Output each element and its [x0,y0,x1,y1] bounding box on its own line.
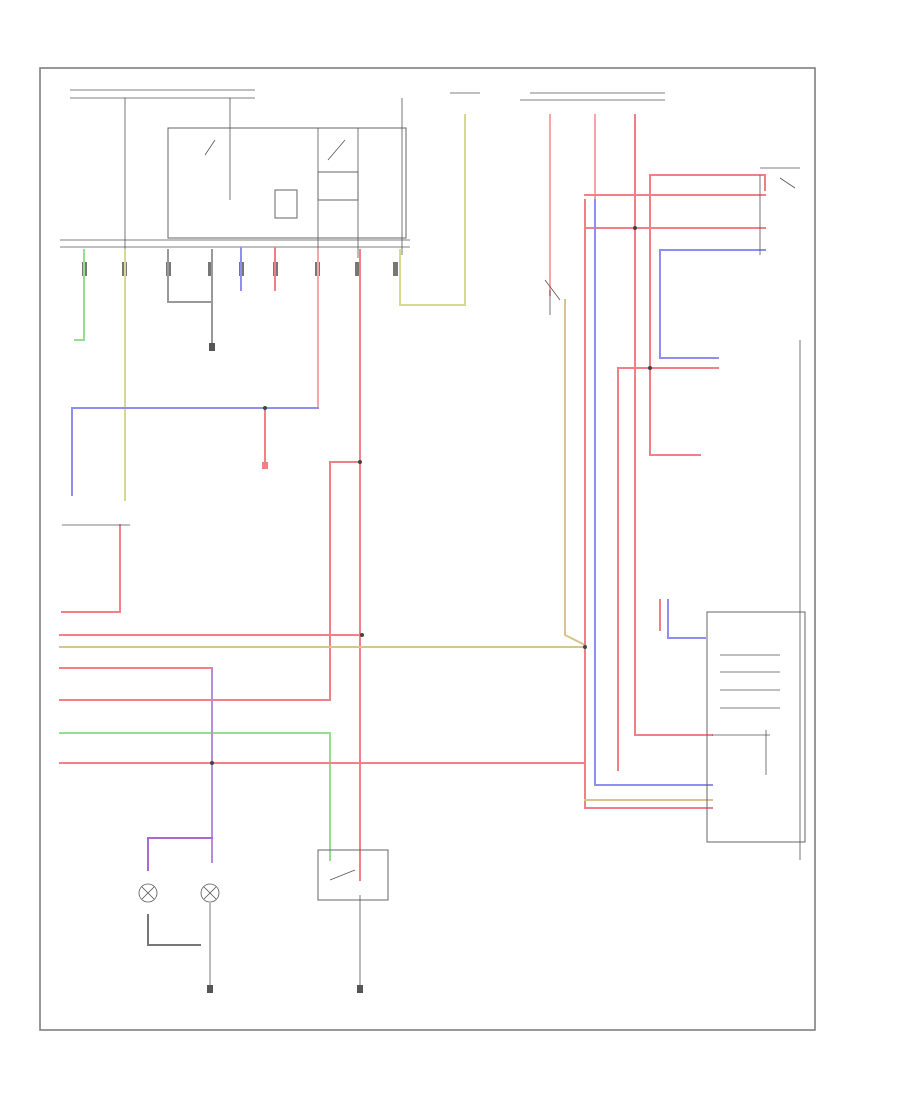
diagram-frame [39,67,816,1031]
top-power-buses [70,89,665,101]
lamp-symbol-icon [200,883,220,903]
ground-symbol-icon [357,985,363,993]
lamps [138,883,220,985]
wires [59,114,766,946]
ground-symbols [207,343,363,993]
right-control-module [706,340,806,860]
ground-symbol-icon [209,343,215,351]
ground-symbol-icon [207,985,213,993]
ground-symbol-icon [262,462,268,469]
lower-switch-box [317,849,389,985]
switch-symbol-icon [544,279,561,315]
relay-block [60,98,410,258]
right-switch [544,167,800,315]
switch-symbol-icon [204,139,346,161]
lamp-symbol-icon [138,883,158,903]
junction-dots [210,226,652,765]
